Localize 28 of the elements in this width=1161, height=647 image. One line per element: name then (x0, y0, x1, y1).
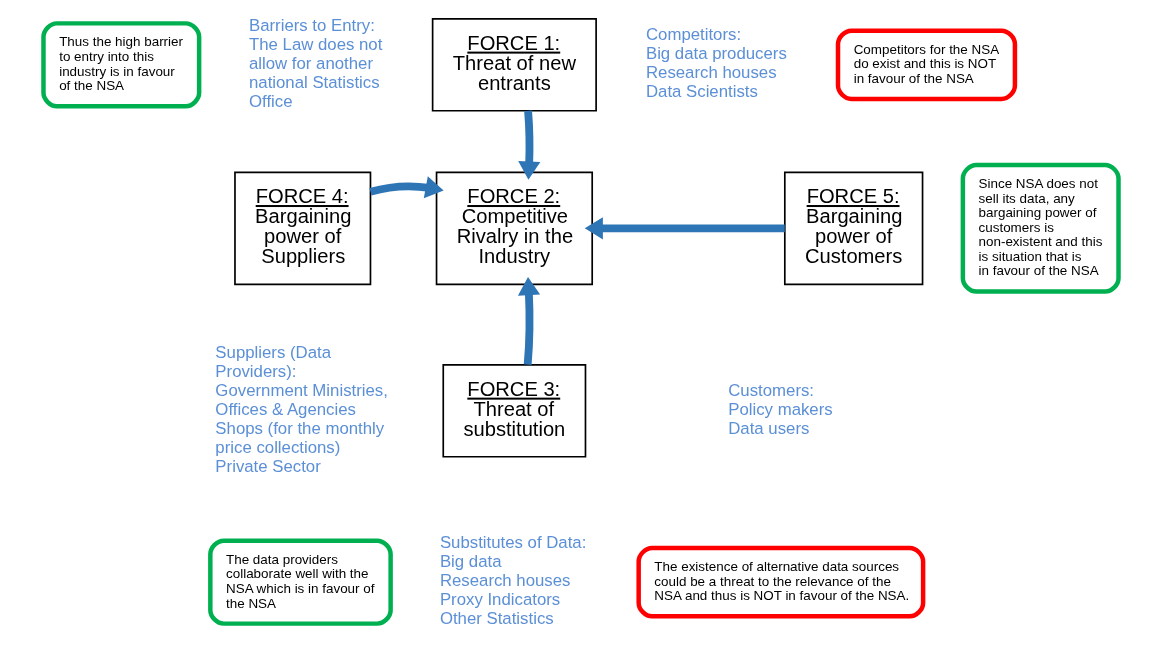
node-box: Thus the high barrier to entry into this industry is in favour of the NSA (40, 21, 201, 109)
node-box: FORCE 3: Threat of substitution (441, 364, 586, 458)
node-box: Competitors for the NSA do exist and this is NOT in favour of the NSA (835, 28, 1017, 102)
node-box: The data providers collaborate well with the NSA which is in favour of the NSA (207, 538, 393, 626)
node-label: Competitors: (645, 25, 741, 45)
node-label: Shops (for the monthly price collections) (214, 418, 384, 457)
node-label: Barriers to Entry: The Law does not allow for another national Statistics Office (248, 15, 382, 111)
node-label: Research houses (645, 63, 777, 83)
node-box: FORCE 4: Bargaining power of Suppliers (233, 171, 371, 286)
node-label: Suppliers (Data Providers): (214, 342, 331, 381)
node-box: The existence of alternative data sources could be a threat to the relevance of the NSA and thus is NOT in favour of the NSA. (635, 545, 925, 619)
node-label: Policy makers (727, 399, 833, 419)
node-box: FORCE 1: Threat of new entrants (431, 18, 597, 112)
node-label: Big data producers (645, 44, 787, 64)
node-label: Substitutes of Data: (439, 533, 586, 553)
node-label: Other Statistics (439, 609, 554, 629)
node-box: Since NSA does not sell its data, any bargaining power of customers is non-existent and this is situation that is in favour of the NSA (960, 162, 1121, 294)
node-label: Data users (727, 418, 809, 438)
node-box: FORCE 2: Competitive Rivalry in the Industry (435, 171, 593, 286)
node-label: Private Sector (214, 456, 321, 476)
node-label: Data Scientists (645, 82, 758, 102)
node-label: Customers: (727, 380, 814, 400)
node-label: Big data (439, 552, 501, 572)
node-label: Research houses (439, 571, 571, 591)
node-box: FORCE 5: Bargaining power of Customers (783, 171, 923, 286)
node-label: Proxy Indicators (439, 590, 560, 610)
arrow (369, 176, 444, 199)
node-label: Government Ministries, Offices & Agencies (214, 380, 388, 419)
